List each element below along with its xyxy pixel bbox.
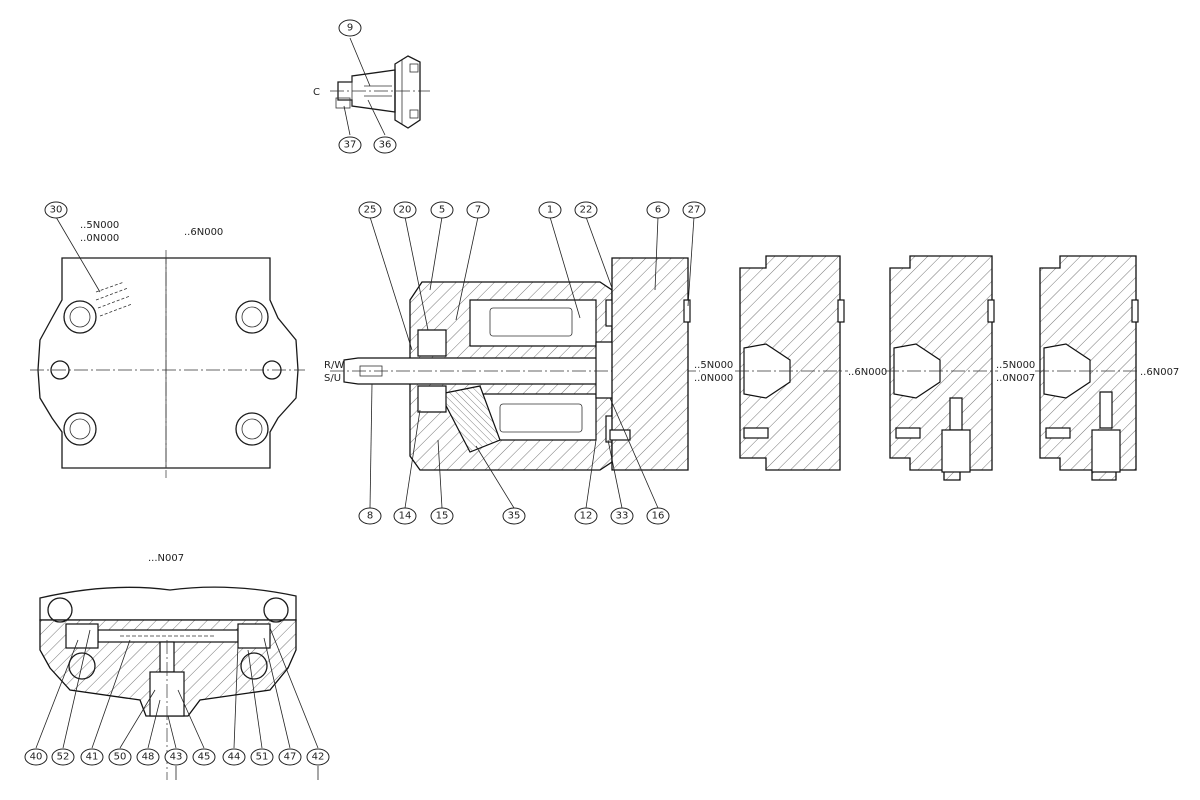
svg-text:16: 16: [652, 511, 665, 522]
svg-text:48: 48: [142, 752, 155, 763]
main-label-5n000: ..5N000: [694, 360, 733, 371]
cover-label-0n007: ..0N007: [996, 373, 1035, 384]
cover-variant-6n007: ..6N007: [1035, 255, 1179, 481]
bottom-section-n007: ...N007: [39, 553, 297, 780]
callout-16: 16: [646, 507, 670, 525]
callout-6: 6: [646, 201, 670, 219]
svg-text:37: 37: [344, 140, 357, 151]
front-label-0n000: ..0N000: [80, 233, 119, 244]
svg-text:44: 44: [228, 752, 241, 763]
svg-text:40: 40: [30, 752, 43, 763]
rotation-label-su: S/U: [324, 373, 341, 384]
svg-text:1: 1: [547, 205, 553, 216]
callout-37: 37: [338, 136, 362, 154]
main-label-0n000: ..0N000: [694, 373, 733, 384]
svg-text:35: 35: [508, 511, 521, 522]
callout-5: 5: [430, 201, 454, 219]
callout-35: 35: [502, 507, 526, 525]
callout-40: 40: [24, 748, 48, 766]
svg-text:36: 36: [379, 140, 392, 151]
svg-text:9: 9: [347, 23, 353, 34]
cover-variant-6n000: ..6N000: [735, 255, 887, 471]
svg-text:22: 22: [580, 205, 593, 216]
callout-8: 8: [358, 507, 382, 525]
callout-15: 15: [430, 507, 454, 525]
callout-1: 1: [538, 201, 562, 219]
front-label-5n000: ..5N000: [80, 220, 119, 231]
callout-45: 45: [192, 748, 216, 766]
front-flange-view: ..5N000 ..0N000 ..6N000: [30, 220, 305, 478]
callout-43: 43: [164, 748, 188, 766]
svg-text:6: 6: [655, 205, 661, 216]
callout-48: 48: [136, 748, 160, 766]
svg-text:15: 15: [436, 511, 449, 522]
callout-9: 9: [338, 19, 362, 37]
callout-12: 12: [574, 507, 598, 525]
svg-text:50: 50: [114, 752, 127, 763]
callout-20: 20: [393, 201, 417, 219]
svg-text:52: 52: [57, 752, 70, 763]
callout-14: 14: [393, 507, 417, 525]
callout-51: 51: [250, 748, 274, 766]
svg-text:27: 27: [688, 205, 701, 216]
svg-text:42: 42: [312, 752, 325, 763]
svg-text:12: 12: [580, 511, 593, 522]
callout-41: 41: [80, 748, 104, 766]
svg-text:5: 5: [439, 205, 445, 216]
svg-text:47: 47: [284, 752, 297, 763]
svg-text:20: 20: [399, 205, 412, 216]
callout-44: 44: [222, 748, 246, 766]
c-mark-label: C: [313, 87, 320, 98]
callout-22: 22: [574, 201, 598, 219]
main-pump-section: R/W S/U ..5N000 ..0N000: [324, 257, 733, 471]
callout-33: 33: [610, 507, 634, 525]
svg-text:33: 33: [616, 511, 629, 522]
svg-text:14: 14: [399, 511, 412, 522]
cover-variant-5n000-0n007: ..5N000 ..0N007: [885, 255, 1035, 481]
svg-text:43: 43: [170, 752, 183, 763]
svg-text:25: 25: [364, 205, 377, 216]
callout-50: 50: [108, 748, 132, 766]
svg-text:41: 41: [86, 752, 99, 763]
svg-text:8: 8: [367, 511, 373, 522]
callout-30: 30: [44, 201, 68, 219]
svg-text:7: 7: [475, 205, 481, 216]
rotation-label-rw: R/W: [324, 360, 344, 371]
svg-text:30: 30: [50, 205, 63, 216]
callout-42: 42: [306, 748, 330, 766]
callout-52: 52: [51, 748, 75, 766]
callout-25: 25: [358, 201, 382, 219]
svg-text:51: 51: [256, 752, 269, 763]
callout-47: 47: [278, 748, 302, 766]
svg-text:45: 45: [198, 752, 211, 763]
callout-36: 36: [373, 136, 397, 154]
front-label-6n000: ..6N000: [184, 227, 223, 238]
cover-label-6n000: ..6N000: [848, 367, 887, 378]
cover-label-5n000: ..5N000: [996, 360, 1035, 371]
callout-bubbles: 9 37 36 30 25 20 5 7 1 22 6 27 8 14 15 3…: [24, 19, 706, 766]
cover-label-6n007: ..6N007: [1140, 367, 1179, 378]
leader-lines: [35, 37, 695, 780]
callout-27: 27: [682, 201, 706, 219]
shaft-end-detail: C: [313, 55, 430, 129]
callout-7: 7: [466, 201, 490, 219]
bottom-label-n007: ...N007: [148, 553, 184, 564]
